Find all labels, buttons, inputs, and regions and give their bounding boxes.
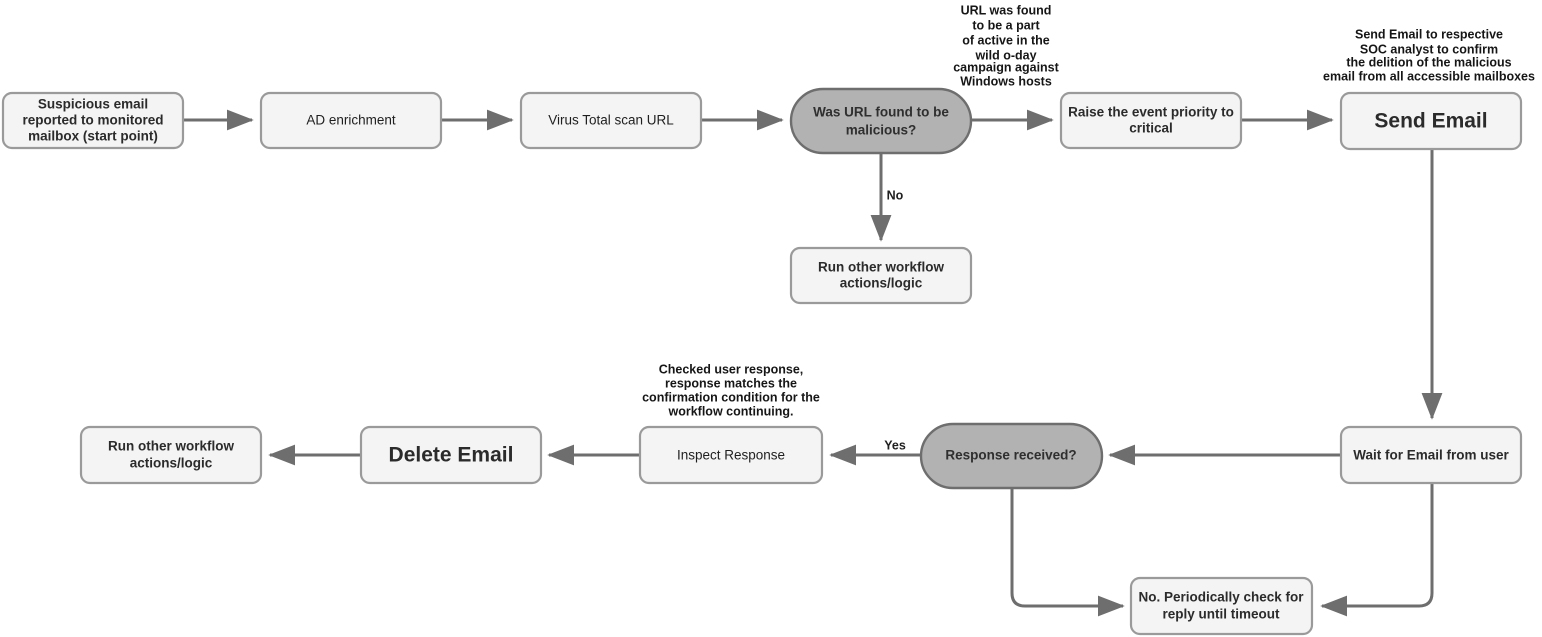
edge-response-decision-no-to-periodic-check: [1010, 488, 1125, 617]
node-raise-priority-label: Raise the event priority to: [1068, 105, 1234, 120]
node-ad-enrichment[interactable]: AD enrichment: [259, 91, 443, 150]
annotation-line: Send Email to respective: [1355, 27, 1503, 41]
edges-layer: [183, 109, 1443, 617]
node-response-received-decision[interactable]: Response received?: [919, 422, 1104, 490]
node-run-other-workflow-bottom-shape[interactable]: [79, 425, 263, 485]
annotation-line: email from all accessible mailboxes: [1323, 69, 1535, 83]
annotation-line: campaign against: [953, 60, 1059, 74]
node-start-label: reported to monitored: [23, 113, 164, 128]
node-start[interactable]: Suspicious email reported to monitored m…: [1, 91, 185, 150]
node-send-email-shape[interactable]: [1339, 91, 1523, 151]
node-run-other-workflow-bottom-label: actions/logic: [130, 456, 213, 471]
node-start-label: Suspicious email: [38, 97, 148, 112]
node-wait-for-email[interactable]: Wait for Email from user: [1339, 425, 1523, 485]
node-periodic-check-label: No. Periodically check for: [1138, 590, 1304, 605]
node-delete-email-shape[interactable]: [359, 425, 543, 485]
annotation-line: of active in the: [962, 33, 1050, 47]
node-url-malicious-decision-label: Was URL found to be: [813, 105, 949, 120]
node-run-other-workflow-top-label: Run other workflow: [818, 260, 944, 275]
node-delete-email[interactable]: Delete Email: [359, 425, 543, 485]
node-periodic-check-shape[interactable]: [1129, 576, 1314, 636]
node-run-other-workflow-top-shape[interactable]: [789, 246, 973, 305]
node-run-other-workflow-top-label: actions/logic: [840, 276, 923, 291]
node-inspect-response[interactable]: Inspect Response: [638, 425, 824, 485]
node-ad-enrichment-shape[interactable]: [259, 91, 443, 150]
annotation-line: URL was found: [961, 3, 1052, 17]
edge-label-yes: Yes: [884, 438, 906, 452]
node-inspect-response-shape[interactable]: [638, 425, 824, 485]
node-virus-total-scan-shape[interactable]: [519, 91, 703, 150]
node-url-malicious-decision[interactable]: Was URL found to be malicious?: [789, 87, 973, 155]
annotation-line: workflow continuing.: [668, 404, 794, 418]
node-inspect-response-label: Inspect Response: [677, 448, 785, 463]
node-virus-total-scan-label: Virus Total scan URL: [548, 113, 674, 128]
annotation-line: the delition of the malicious: [1346, 55, 1511, 69]
node-run-other-workflow-bottom-label: Run other workflow: [108, 439, 234, 454]
node-response-received-decision-shape[interactable]: [919, 422, 1104, 490]
annotation-line: wild o-day: [974, 48, 1036, 62]
node-periodic-check-label: reply until timeout: [1162, 607, 1280, 622]
annotation-send-email-purpose: Send Email to respective SOC analyst to …: [1323, 27, 1535, 83]
node-start-shape[interactable]: [1, 91, 185, 150]
node-periodic-check[interactable]: No. Periodically check for reply until t…: [1129, 576, 1314, 636]
node-url-malicious-decision-label: malicious?: [846, 123, 917, 138]
node-start-label: mailbox (start point): [28, 129, 158, 144]
node-response-received-decision-label: Response received?: [945, 448, 1076, 463]
annotation-line: to be a part: [972, 18, 1040, 32]
node-send-email[interactable]: Send Email: [1339, 91, 1523, 151]
node-wait-for-email-label: Wait for Email from user: [1353, 448, 1509, 463]
node-raise-priority-label: critical: [1129, 121, 1173, 136]
annotation-line: Checked user response,: [659, 362, 804, 376]
node-wait-for-email-shape[interactable]: [1339, 425, 1523, 485]
edge-label-no: No: [887, 188, 904, 202]
node-ad-enrichment-label: AD enrichment: [306, 113, 396, 128]
node-url-malicious-decision-shape[interactable]: [789, 87, 973, 155]
annotation-line: confirmation condition for the: [642, 390, 820, 404]
annotation-line: Windows hosts: [960, 74, 1052, 88]
node-run-other-workflow-bottom[interactable]: Run other workflow actions/logic: [79, 425, 263, 485]
annotation-checked-user-response: Checked user response, response matches …: [642, 362, 820, 418]
node-run-other-workflow-top[interactable]: Run other workflow actions/logic: [789, 246, 973, 305]
annotation-line: response matches the: [665, 376, 797, 390]
node-delete-email-label: Delete Email: [389, 444, 514, 467]
annotation-zero-day-campaign: URL was found to be a part of active in …: [953, 3, 1059, 88]
node-virus-total-scan[interactable]: Virus Total scan URL: [519, 91, 703, 150]
edge-wait-for-email-to-periodic-check: [1320, 484, 1434, 617]
edge-labels-layer: No Yes: [884, 188, 906, 452]
node-raise-priority[interactable]: Raise the event priority to critical: [1059, 91, 1243, 150]
annotation-line: SOC analyst to confirm: [1360, 42, 1498, 56]
node-send-email-label: Send Email: [1374, 110, 1487, 133]
node-raise-priority-shape[interactable]: [1059, 91, 1243, 150]
